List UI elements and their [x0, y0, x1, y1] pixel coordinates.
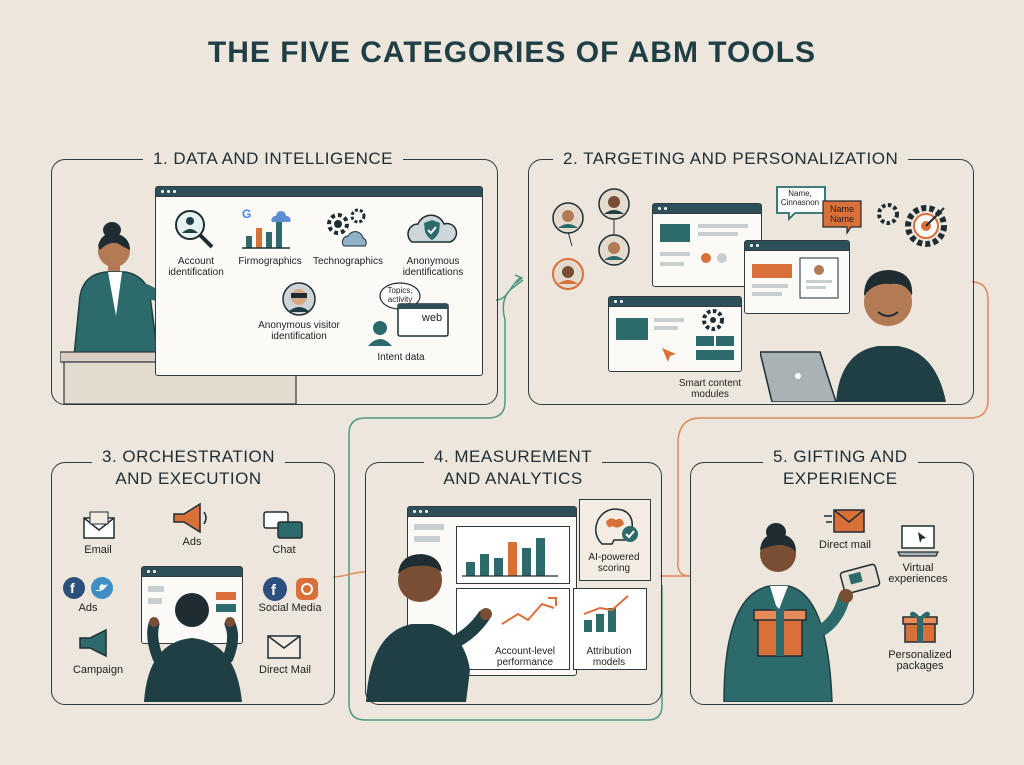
page-layout-graphic-2 — [752, 257, 839, 299]
smart-content-layout-graphic — [616, 318, 734, 362]
gear-target-icon — [877, 203, 947, 247]
megaphone-icon — [173, 502, 207, 534]
personalized-page-window-1 — [652, 203, 762, 287]
email-envelope-icon — [83, 511, 115, 539]
personalized-package-icon — [902, 611, 938, 643]
direct-mail-envelope-icon — [267, 635, 301, 659]
account-avatars-network — [552, 188, 630, 290]
panel-title-orchestration-execution: 3. ORCHESTRATION AND EXECUTION — [92, 446, 285, 490]
svg-text:G: G — [242, 207, 251, 221]
trend-line-graphic — [501, 597, 557, 625]
name-speech-bubbles — [776, 186, 862, 235]
label-firmographics: Firmographics — [238, 256, 302, 267]
social-facebook-instagram-icons: f — [263, 577, 318, 601]
chat-bubbles-icon — [263, 511, 303, 539]
svg-text:f: f — [70, 580, 75, 596]
cloud-shield-icon — [407, 214, 458, 243]
analytics-sidebar-lines — [414, 524, 444, 542]
search-person-icon — [175, 210, 214, 249]
laptop-man-illustration — [760, 270, 946, 402]
label-intent-data: Intent data — [377, 352, 425, 363]
ai-brain-check-icon — [595, 508, 638, 545]
bubble-name-name: Name Name — [829, 204, 854, 224]
bubble-topics-activity: Topics, activity — [387, 286, 413, 304]
panel-title-data-intelligence: 1. DATA AND INTELLIGENCE — [143, 148, 403, 170]
bar-chart-graphic — [462, 538, 558, 577]
label-ai-powered-scoring: AI-powered scoring — [588, 552, 640, 574]
gears-cloud-icon — [327, 208, 367, 247]
label-chat: Chat — [272, 544, 296, 556]
intent-data-icon — [368, 282, 449, 346]
analyst-man-illustration — [366, 554, 492, 702]
label-campaign: Campaign — [72, 664, 124, 676]
campaign-megaphone-icon — [79, 628, 107, 658]
bubble-name-cinnasnon: Name, Cinnasnon — [780, 189, 820, 207]
panel-title-targeting-personalization: 2. TARGETING AND PERSONALIZATION — [553, 148, 909, 170]
label-email: Email — [84, 544, 112, 556]
label-personalized-packages: Personalized packages — [888, 649, 952, 672]
label-attribution-models: Attribution models — [586, 646, 632, 668]
label-smart-content-modules: Smart content modules — [678, 378, 742, 400]
panel-title-gifting-experience: 5. GIFTING AND EXPERIENCE — [763, 446, 918, 490]
label-web: web — [421, 312, 443, 324]
orchestration-operator-illustration — [144, 586, 242, 702]
label-social-media: Social Media — [258, 602, 322, 614]
social-facebook-twitter-icons: f — [63, 577, 113, 599]
masked-visitor-icon — [282, 282, 316, 316]
virtual-experience-laptop-icon — [897, 525, 939, 557]
panel-title-measurement-analytics: 4. MEASUREMENT AND ANALYTICS — [424, 446, 603, 490]
label-ads-left: Ads — [78, 602, 98, 614]
label-technographics: Technographics — [312, 256, 384, 267]
label-account-identification: Account identification — [168, 256, 224, 278]
gift-giver-woman-illustration — [723, 523, 881, 702]
gear-icon — [702, 309, 724, 331]
direct-mail-icon — [824, 509, 865, 533]
label-virtual-experiences: Virtual experiences — [888, 562, 948, 585]
attribution-chart-graphic — [583, 595, 629, 632]
page-title: THE FIVE CATEGORIES OF ABM TOOLS — [207, 36, 817, 69]
svg-text:f: f — [271, 582, 277, 599]
firmographics-chart-icon: G — [242, 207, 291, 249]
label-ads-top: Ads — [182, 536, 202, 548]
label-anonymous-visitor: Anonymous visitor identification — [258, 320, 340, 342]
label-anonymous-identifications: Anonymous identifications — [402, 256, 464, 278]
label-account-level-performance: Account-level performance — [494, 646, 556, 668]
label-direct-mail: Direct Mail — [259, 664, 311, 676]
label-direct-mail-gift: Direct mail — [819, 539, 871, 551]
page-layout-graphic-1 — [660, 224, 748, 266]
